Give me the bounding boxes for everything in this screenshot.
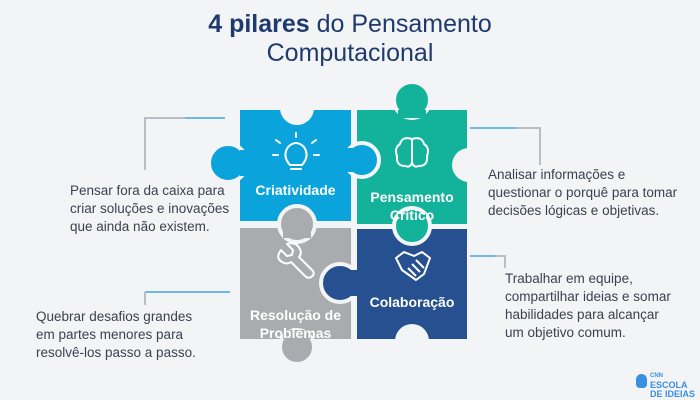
pillar-label-criatividade: Criatividade	[255, 182, 336, 198]
description-line: Analisar informações e	[488, 167, 626, 182]
description-line: questionar o porquê para tomar	[488, 185, 678, 200]
description-line: Quebrar desafios grandes	[36, 309, 193, 324]
brain-icon	[395, 137, 429, 168]
brand-logo: CNN ESCOLA DE IDEIAS	[636, 372, 695, 399]
logo-bulb-icon	[636, 374, 647, 388]
description-line: um objetivo comum.	[505, 325, 626, 340]
piece-colaboracao	[357, 229, 467, 339]
connector-lines	[144, 117, 541, 305]
page-title-line2: Computacional	[266, 39, 434, 67]
title-bold: 4 pilares	[208, 10, 310, 38]
pillar-label-resolucao: Resolução de Problemas	[249, 307, 342, 341]
description-line: criar soluções e inovações	[70, 201, 230, 216]
description-criatividade: Pensar fora da caixa para criar soluções…	[70, 182, 229, 236]
handshake-icon	[395, 251, 431, 281]
description-line: habilidades para alcançar	[505, 307, 659, 322]
description-resolucao: Quebrar desafios grandes em partes menor…	[36, 308, 196, 362]
description-line: decisões lógicas e objetivas.	[488, 203, 660, 218]
wrench-icon	[277, 242, 315, 279]
logo-line2: DE IDEIAS	[650, 389, 696, 399]
description-line: Pensar fora da caixa para	[70, 183, 225, 198]
description-line: em partes menores para	[36, 327, 184, 342]
description-pensamento-critico: Analisar informações e questionar o porq…	[488, 166, 677, 220]
description-line: resolvê-los passo a passo.	[36, 345, 196, 360]
description-line: Trabalhar em equipe,	[505, 271, 633, 286]
title-rest: do Pensamento	[309, 10, 492, 38]
pillar-label-colaboracao: Colaboração	[369, 294, 455, 310]
description-line: compartilhar ideias e somar	[505, 289, 671, 304]
logo-line1: ESCOLA	[650, 380, 688, 390]
pillar-label-pensamento-critico: Pensamento Crítico	[370, 189, 454, 223]
page-title: 4 pilares do Pensamento	[0, 10, 700, 39]
lightbulb-icon	[272, 132, 320, 170]
description-line: que ainda não existem.	[70, 219, 210, 234]
logo-small: CNN	[650, 373, 663, 379]
description-colaboracao: Trabalhar em equipe, compartilhar ideias…	[505, 270, 671, 342]
